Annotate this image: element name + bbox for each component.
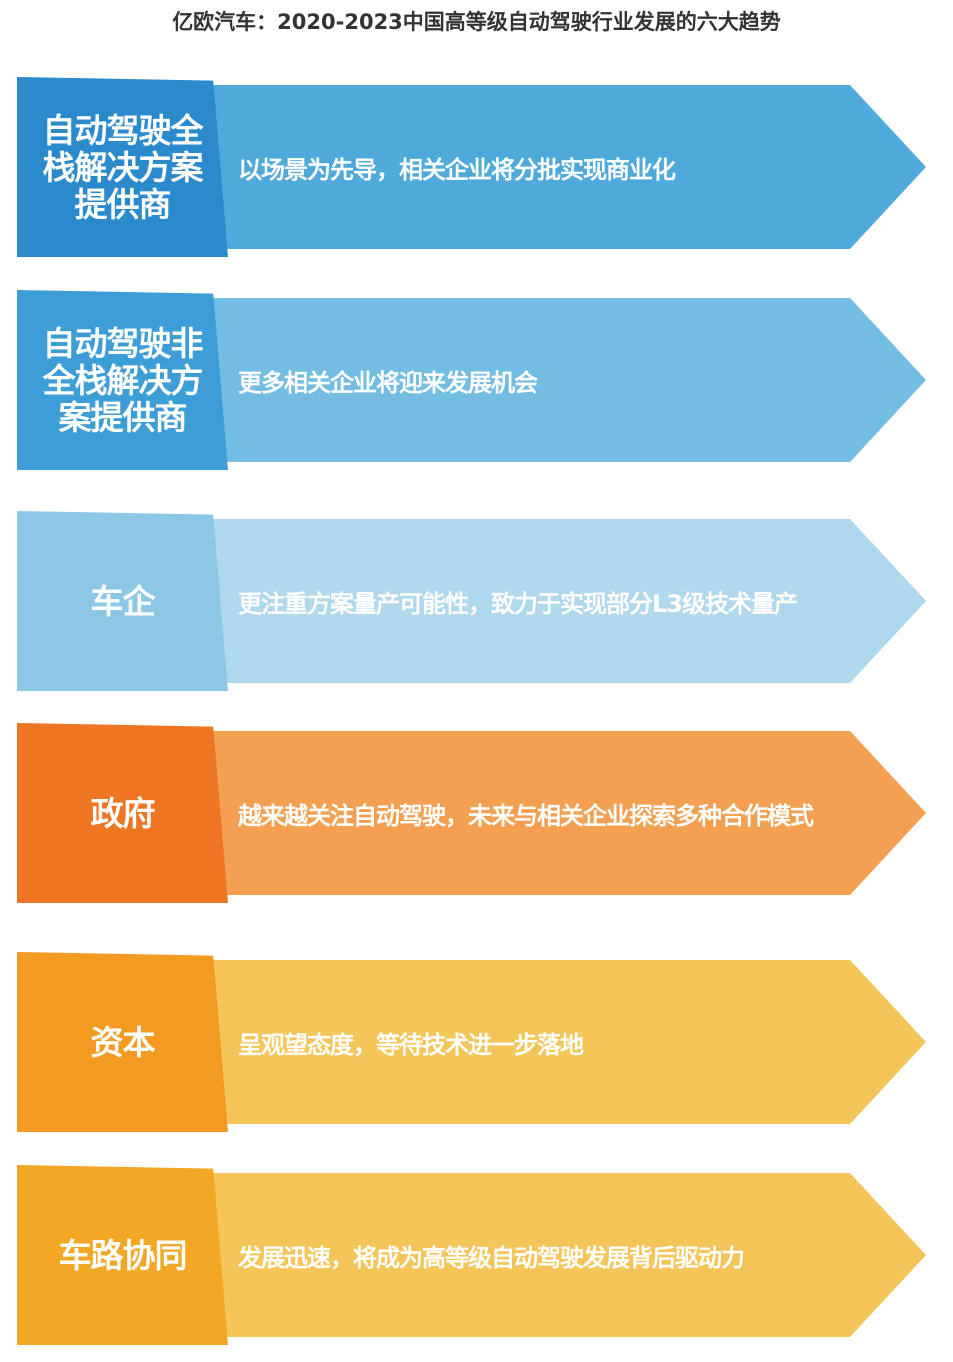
arrow-shape (200, 85, 926, 249)
trend-description: 以场景为先导，相关企业将分批实现商业化 (238, 155, 676, 184)
trend-label: 自动驾驶非全栈解决方案提供商 (42, 323, 204, 437)
trend-label: 自动驾驶全栈解决方案提供商 (42, 110, 204, 224)
trend-label-box: 自动驾驶全栈解决方案提供商 (17, 77, 228, 257)
trend-label-box: 资本 (17, 952, 228, 1132)
trend-label: 车企 (90, 581, 156, 621)
arrow-polygon (200, 731, 926, 895)
trend-label: 资本 (90, 1022, 156, 1062)
trend-label-box: 政府 (17, 723, 228, 903)
trend-description: 更多相关企业将迎来发展机会 (238, 368, 538, 397)
trend-arrow (200, 960, 926, 1124)
trend-label-box: 车路协同 (17, 1165, 228, 1345)
trend-label-box: 车企 (17, 511, 228, 691)
arrow-polygon (200, 85, 926, 249)
trend-arrow (200, 1173, 926, 1337)
arrow-polygon (200, 960, 926, 1124)
trend-arrow (200, 298, 926, 462)
arrow-shape (200, 519, 926, 683)
arrow-polygon (200, 1173, 926, 1337)
arrow-shape (200, 731, 926, 895)
trend-arrow (200, 85, 926, 249)
arrow-polygon (200, 298, 926, 462)
trend-description: 呈观望态度，等待技术进一步落地 (238, 1030, 584, 1059)
trend-arrow (200, 519, 926, 683)
trend-label: 车路协同 (58, 1235, 188, 1275)
trend-description: 越来越关注自动驾驶，未来与相关企业探索多种合作模式 (238, 801, 814, 830)
trend-description: 发展迅速，将成为高等级自动驾驶发展背后驱动力 (238, 1243, 745, 1272)
trend-arrow (200, 731, 926, 895)
arrow-shape (200, 298, 926, 462)
trend-description: 更注重方案量产可能性，致力于实现部分L3级技术量产 (238, 589, 798, 618)
arrow-shape (200, 960, 926, 1124)
trend-label-box: 自动驾驶非全栈解决方案提供商 (17, 290, 228, 470)
trend-label: 政府 (90, 793, 156, 833)
arrow-polygon (200, 519, 926, 683)
arrow-shape (200, 1173, 926, 1337)
page-title: 亿欧汽车：2020-2023中国高等级自动驾驶行业发展的六大趋势 (172, 10, 781, 34)
